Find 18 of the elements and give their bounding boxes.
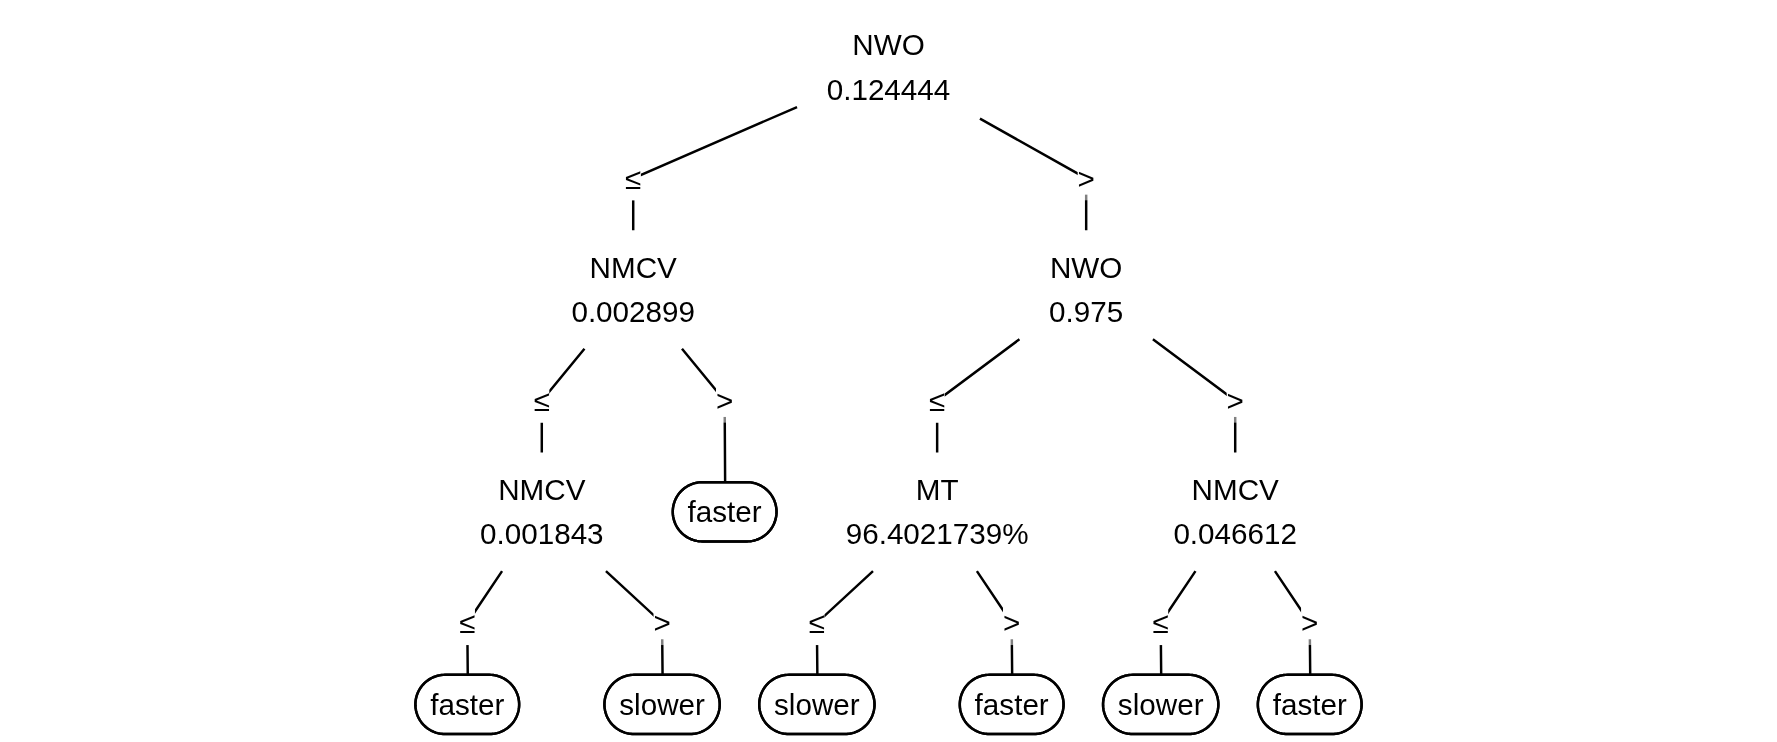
node-text: NWO 0.975 xyxy=(1049,250,1124,329)
node-text: NMCV 0.046612 xyxy=(1173,473,1298,551)
edge-label: > xyxy=(1003,606,1021,640)
edge-label: ≤ xyxy=(1152,606,1169,640)
node-text: NWO 0.124444 xyxy=(826,28,951,106)
edge-label: > xyxy=(1226,384,1244,417)
edge-label: ≤ xyxy=(625,162,642,195)
node-text: MT 96.4021739% xyxy=(845,473,1029,551)
edge-label: ≤ xyxy=(929,384,946,417)
node-text: NMCV 0.001843 xyxy=(479,473,604,551)
edge-label: > xyxy=(653,606,671,640)
edge-label: ≤ xyxy=(808,606,825,640)
edge-label: > xyxy=(715,384,734,417)
edge-label: ≤ xyxy=(533,384,550,417)
node-text: NMCV 0.002899 xyxy=(571,250,696,329)
edge-label: > xyxy=(1301,606,1319,640)
edge-label: ≤ xyxy=(459,606,476,640)
edge-label: > xyxy=(1077,162,1095,195)
